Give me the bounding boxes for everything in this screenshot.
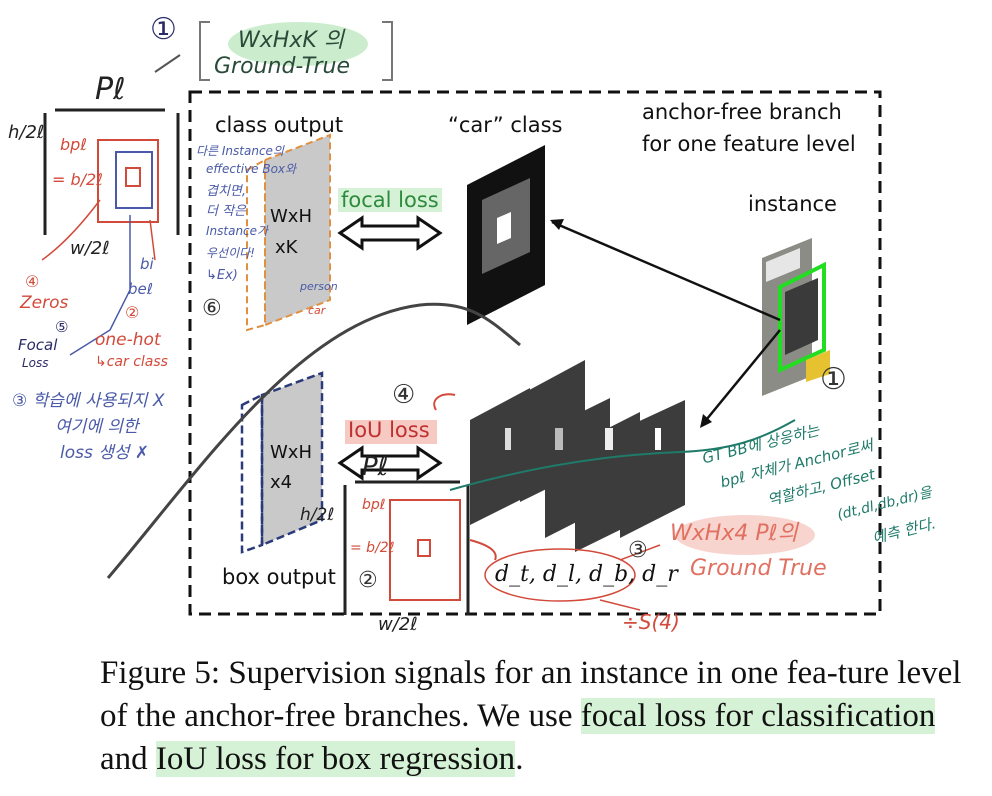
top-note-highlight [228,22,368,66]
zeros-label: Zeros [20,293,69,313]
hand-curve [106,302,521,579]
blue-note-2: effective Box와 [206,162,297,176]
box-block-dim2: x4 [270,472,293,493]
c6-label: ⑥ [202,296,222,321]
car-class-positive-region [497,212,511,244]
bp-label: bpℓ [60,135,87,154]
blue-note-7: ↳Ex) [206,268,238,283]
caption-highlight-iou: IoU loss for box regression [155,741,516,777]
car-class-label: “car” class [448,113,563,137]
focal-small-1: Focal [18,336,58,354]
red-note-2: Ground True [690,556,827,581]
top-circle-1: ① [150,12,177,47]
green-connector [449,419,796,491]
figure-caption: Figure 5: Supervision signals for an ins… [100,652,980,781]
iou-loss-highlight [345,420,437,444]
class-output-back [246,158,266,332]
red-note-highlight [675,515,815,555]
h-label-top: h/2ℓ [8,122,45,143]
caption-part1: Figure 5: Supervision signals for an ins… [100,655,962,734]
blue-note-5: Instance가 [206,224,269,238]
cls-block-dim2: xK [275,237,298,258]
blue-note-3: 겹치면, [206,184,247,199]
box-regression-maps [470,360,685,552]
bottom-feature-sketch [343,480,661,615]
cls-block-dim1: WxH [270,206,312,227]
caption-part3: . [515,741,524,777]
focal-double-arrow [337,215,443,251]
branch-dashed-box [188,90,882,616]
person-label: person [300,280,338,293]
c2-bottom: ② [358,568,378,593]
be-label: beℓ [128,280,153,298]
c3-left-line1: ③ 학습에 사용되지 X [12,391,165,411]
bi-label: bi [140,255,154,273]
branch-title-line1: anchor-free branch [642,100,842,124]
caption-highlight-focal: focal loss for classification [580,698,936,734]
bp-eq-label: = b/2ℓ [52,170,103,189]
top-note-line1: WxHxK 의 [238,28,344,53]
box-output-label: box output [222,565,336,589]
one-hot-1: one-hot [95,330,161,350]
c3-left-line2: 여기에 의한 [55,417,139,437]
bp-eq-bottom-label: = b/2ℓ [350,540,395,556]
c5-label: ⑤ [55,318,69,336]
car-label: car [308,304,326,317]
c3-left-line3: loss 생성 ✗ [60,443,150,463]
class-output-block [264,133,331,327]
instance-to-class-arrow [551,220,781,322]
c2-left: ② [125,303,140,322]
branch-title-line2: for one feature level [642,132,856,156]
c3-right: ③ [628,538,648,563]
s4-label: ÷S(4) [622,610,680,634]
iou-circle-4: ④ [392,380,416,410]
w2-bottom: w/2ℓ [378,614,418,635]
one-hot-2: ↳car class [95,354,168,370]
class-output-label: class output [215,113,344,137]
bp-bottom-label: bpℓ [362,497,386,513]
focal-loss-label: focal loss [341,188,439,212]
blue-note-4: 더 작은 [206,204,247,219]
focal-small-2: Loss [22,356,49,370]
pl-bottom-label: Pℓ [362,452,389,482]
c4-left: ④ [25,272,40,291]
focal-loss-highlight [338,188,442,212]
box-block-dim1: WxH [270,442,312,463]
blue-note-6: 우선이다! [206,246,255,260]
instance-label: instance [748,192,837,216]
w-label-top: w/2ℓ [70,238,110,259]
box-output-back [240,392,264,554]
pl-top-label: Pℓ [95,72,126,107]
iou-double-arrow [337,445,443,481]
instance-to-box-arrow [701,329,781,426]
iou-loss-label: IoU loss [348,418,430,442]
blue-note-1: 다른 Instance의 [196,144,284,158]
instance-image [762,238,830,396]
top-note-line2: Ground-True [214,54,350,79]
red-note-1: WxHx4 Pℓ의 [670,521,798,546]
caption-part2: and [100,741,156,777]
right-circle-1: ① [820,362,847,397]
left-feature-sketch [41,108,180,356]
distances-label: d_t, d_l, d_b, d_r [495,562,678,587]
h-label-bottom: h/2ℓ [300,505,335,525]
